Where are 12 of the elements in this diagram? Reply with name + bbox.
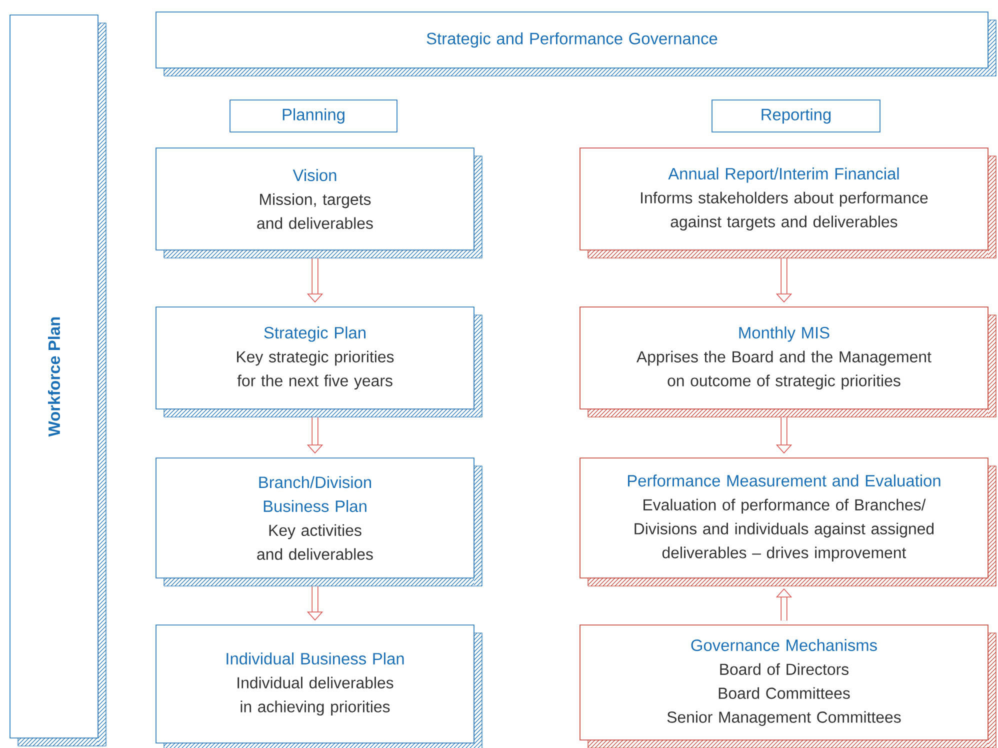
process-box: Monthly MIS Apprises the Board and the Management on outcome of strategic priorities — [580, 306, 996, 418]
ribbon-banner: Planning — [230, 100, 398, 132]
process-box: Strategic Plan Key strategic priorities for the next five years — [156, 306, 482, 418]
title-band: Strategic and Performance Governance — [156, 12, 996, 76]
side-box: Workforce Plan — [10, 14, 106, 746]
process-box: Vision Mission, targets and deliverables — [156, 148, 482, 258]
process-box: Governance Mechanisms Board of Directors Board Committees Senior Management Committees — [580, 624, 996, 748]
process-box: Individual Business Plan Individual deliverables in achieving priorities — [156, 624, 482, 748]
process-box: Annual Report/Interim Financial Informs stakeholders about performance against targets and deliverables — [580, 148, 996, 258]
process-box: Branch/Division Business Plan Key activities and deliverables — [156, 458, 482, 586]
ribbon-banner: Reporting — [712, 100, 880, 132]
process-box: Performance Measurement and Evaluation Evaluation of performance of Branches/ Divisions and individuals against assigned deliverables – drives improvement — [580, 458, 996, 586]
